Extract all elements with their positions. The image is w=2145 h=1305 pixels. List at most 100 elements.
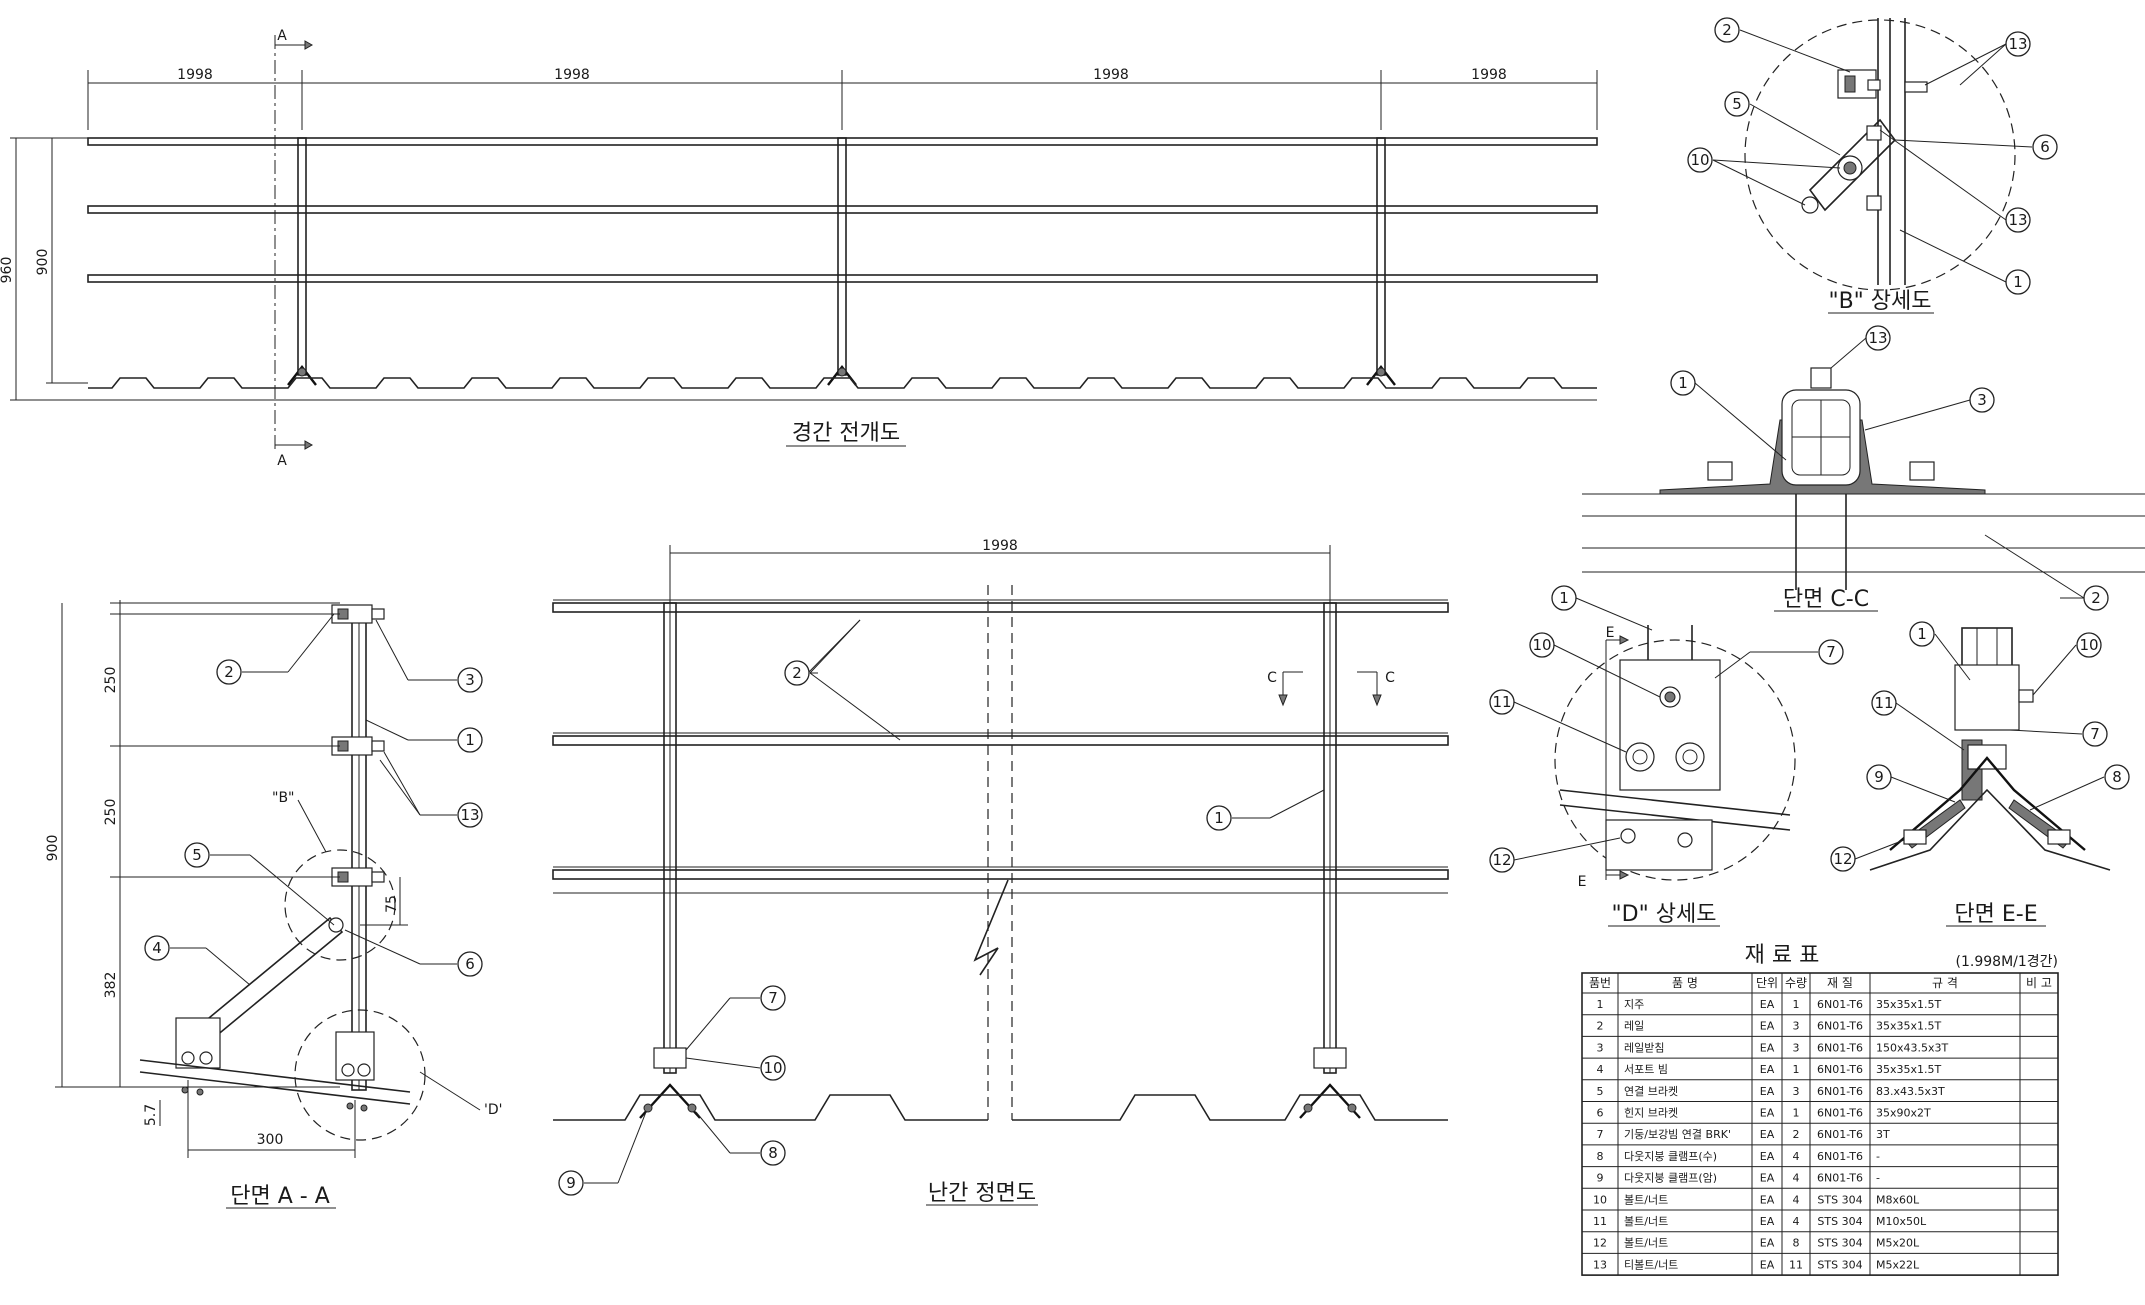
section-ee-balloon-12: 12 — [1833, 850, 1852, 868]
materials-cell-r0-c1: 지주 — [1624, 998, 1644, 1011]
materials-cell-r3-c2: EA — [1760, 1063, 1775, 1076]
detail-b-balloon-6: 6 — [2040, 138, 2050, 156]
section-aa-balloon-4: 4 — [152, 939, 162, 957]
detail-b-view: 2 13 5 6 10 13 1 "B" 상세도 — [1687, 17, 2058, 314]
section-aa-balloon-5: 5 — [192, 846, 202, 864]
materials-cell-r3-c0: 4 — [1597, 1063, 1604, 1076]
detail-b-balloon-2: 2 — [1722, 21, 1732, 39]
detail-d-balloon-10: 10 — [1532, 636, 1551, 654]
materials-cell-r3-c4: 6N01-T6 — [1817, 1063, 1863, 1076]
materials-cell-r11-c4: STS 304 — [1817, 1237, 1862, 1250]
section-aa-title: 단면 A - A — [230, 1184, 330, 1209]
materials-cell-r8-c4: 6N01-T6 — [1817, 1172, 1863, 1185]
section-aa-balloon-2: 2 — [224, 663, 234, 681]
materials-cell-r4-c4: 6N01-T6 — [1817, 1085, 1863, 1098]
materials-cell-r6-c5: 3T — [1876, 1128, 1890, 1141]
materials-cell-r0-c0: 1 — [1597, 998, 1604, 1011]
materials-cell-r5-c2: EA — [1760, 1107, 1775, 1120]
materials-cell-r4-c3: 3 — [1793, 1085, 1800, 1098]
detail-d-cut-e-top: E — [1606, 625, 1615, 641]
materials-header-4: 재 질 — [1827, 976, 1853, 990]
detail-d-title: "D" 상세도 — [1612, 902, 1717, 927]
materials-cell-r12-c2: EA — [1760, 1258, 1775, 1271]
elev-span-2: 1998 — [554, 67, 590, 83]
section-a-mark-top: A — [277, 28, 287, 44]
front-cut-c-left: C — [1267, 670, 1277, 686]
section-cc-balloon-13: 13 — [1868, 329, 1887, 347]
section-aa-label-b: "B" — [272, 790, 294, 806]
section-aa-dim-250b: 250 — [103, 799, 119, 826]
materials-cell-r11-c5: M5x20L — [1876, 1237, 1920, 1250]
elev-span-4: 1998 — [1471, 67, 1507, 83]
materials-cell-r3-c1: 서포트 빔 — [1624, 1063, 1668, 1076]
detail-d-balloon-1: 1 — [1559, 589, 1569, 607]
materials-cell-r9-c1: 볼트/너트 — [1624, 1193, 1668, 1206]
materials-cell-r5-c4: 6N01-T6 — [1817, 1107, 1863, 1120]
section-ee-balloon-1: 1 — [1917, 625, 1927, 643]
materials-cell-r7-c3: 4 — [1793, 1150, 1800, 1163]
materials-cell-r4-c5: 83.x43.5x3T — [1876, 1085, 1945, 1098]
section-cc-title: 단면 C-C — [1783, 587, 1869, 612]
front-balloon-9: 9 — [566, 1174, 576, 1192]
section-ee-balloon-10: 10 — [2079, 636, 2098, 654]
section-cc-balloon-3: 3 — [1977, 391, 1987, 409]
section-aa-view: "B" 'D' 250 250 382 900 75 300 5.7 2 3 1 — [45, 600, 502, 1209]
section-ee-balloon-8: 8 — [2112, 768, 2122, 786]
materials-cell-r9-c4: STS 304 — [1817, 1193, 1862, 1206]
front-title: 난간 정면도 — [928, 1181, 1036, 1206]
elevation-title: 경간 전개도 — [792, 421, 900, 446]
detail-b-balloon-13a: 13 — [2008, 35, 2027, 53]
materials-header-1: 품 명 — [1672, 976, 1698, 990]
materials-cell-r8-c1: 다웃지붕 클램프(암) — [1624, 1172, 1717, 1185]
materials-cell-r6-c3: 2 — [1793, 1128, 1800, 1141]
detail-b-balloon-10: 10 — [1690, 151, 1709, 169]
detail-d-balloon-12: 12 — [1492, 851, 1511, 869]
section-aa-dim-250a: 250 — [103, 667, 119, 694]
elev-height-960: 960 — [0, 257, 15, 284]
materials-header-0: 품번 — [1589, 976, 1611, 990]
detail-b-title: "B" 상세도 — [1828, 289, 1931, 314]
materials-cell-r1-c2: EA — [1760, 1020, 1775, 1033]
materials-cell-r0-c5: 35x35x1.5T — [1876, 998, 1942, 1011]
section-ee-balloon-9: 9 — [1874, 768, 1884, 786]
materials-cell-r10-c5: M10x50L — [1876, 1215, 1927, 1228]
materials-cell-r7-c2: EA — [1760, 1150, 1775, 1163]
materials-cell-r10-c2: EA — [1760, 1215, 1775, 1228]
materials-cell-r8-c5: - — [1876, 1172, 1880, 1185]
materials-cell-r6-c0: 7 — [1597, 1128, 1604, 1141]
section-aa-balloon-1: 1 — [465, 731, 475, 749]
materials-cell-r6-c4: 6N01-T6 — [1817, 1128, 1863, 1141]
materials-cell-r2-c5: 150x43.5x3T — [1876, 1041, 1949, 1054]
materials-cell-r0-c3: 1 — [1793, 998, 1800, 1011]
section-aa-label-d: 'D' — [484, 1102, 502, 1118]
detail-d-balloon-11: 11 — [1492, 693, 1511, 711]
materials-cell-r9-c2: EA — [1760, 1193, 1775, 1206]
materials-header-6: 비 고 — [2026, 976, 2052, 990]
materials-cell-r2-c1: 레일받침 — [1624, 1040, 1664, 1054]
elev-height-900: 900 — [35, 249, 51, 276]
materials-cell-r9-c0: 10 — [1593, 1193, 1607, 1206]
materials-cell-r4-c1: 연결 브라켓 — [1624, 1085, 1678, 1098]
front-balloon-1: 1 — [1214, 809, 1224, 827]
materials-cell-r4-c0: 5 — [1597, 1085, 1604, 1098]
detail-d-balloon-7: 7 — [1826, 643, 1836, 661]
materials-cell-r7-c0: 8 — [1597, 1150, 1604, 1163]
elev-span-3: 1998 — [1093, 67, 1129, 83]
materials-cell-r5-c0: 6 — [1597, 1107, 1604, 1120]
materials-cell-r2-c4: 6N01-T6 — [1817, 1041, 1863, 1054]
section-ee-balloon-11: 11 — [1874, 694, 1893, 712]
materials-cell-r11-c3: 8 — [1793, 1237, 1800, 1250]
materials-cell-r0-c2: EA — [1760, 998, 1775, 1011]
materials-cell-r2-c2: EA — [1760, 1041, 1775, 1054]
section-aa-balloon-3: 3 — [465, 671, 475, 689]
materials-cell-r1-c0: 2 — [1597, 1020, 1604, 1033]
materials-cell-r11-c2: EA — [1760, 1237, 1775, 1250]
materials-cell-r1-c1: 레일 — [1624, 1019, 1644, 1033]
front-balloon-7: 7 — [768, 989, 778, 1007]
elev-span-1: 1998 — [177, 67, 213, 83]
section-cc-view: 13 1 3 2 단면 C-C — [1582, 325, 2145, 612]
section-a-mark-bottom: A — [277, 453, 287, 469]
detail-b-balloon-1: 1 — [2013, 273, 2023, 291]
